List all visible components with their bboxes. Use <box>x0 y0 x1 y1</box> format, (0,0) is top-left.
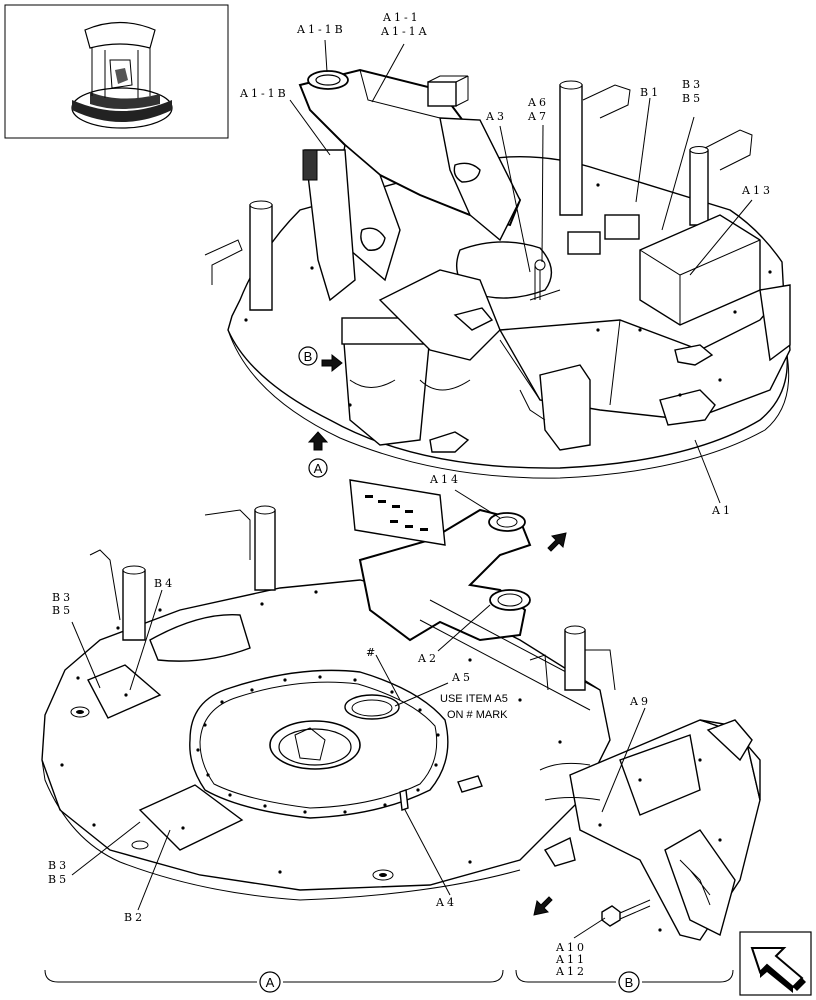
callout-a1-1: A1-1 <box>382 11 421 24</box>
top-leader-lines <box>289 39 753 504</box>
callout-a9: A9 <box>629 695 651 708</box>
callout-a2: A2 <box>417 652 439 665</box>
callout-b3-mid: B3 <box>52 591 73 604</box>
note-line-2: ON # MARK <box>447 709 508 721</box>
callout-b4: B4 <box>154 577 175 590</box>
bottom-leader-lines <box>71 489 646 939</box>
callout-a13: A13 <box>741 184 773 197</box>
callout-b3-low: B3 <box>48 859 69 872</box>
view-arrow-icon <box>547 532 567 552</box>
bracket-a-label: A <box>266 975 275 990</box>
view-b-label: B <box>304 349 313 364</box>
callout-a11: A11 <box>555 953 587 966</box>
bracket-b-label: B <box>625 975 634 990</box>
view-arrow-icon <box>533 896 553 916</box>
lower-frame-assembly <box>41 479 761 941</box>
callout-b5-low: B5 <box>48 873 69 886</box>
navigation-arrow-icon[interactable] <box>739 931 812 996</box>
callout-a4: A4 <box>435 896 457 909</box>
callout-a7: A7 <box>527 110 549 123</box>
view-arrow-icon <box>307 431 329 451</box>
callout-b1: B1 <box>640 86 661 99</box>
note-line-1: USE ITEM A5 <box>440 693 508 705</box>
callout-a6: A6 <box>527 96 549 109</box>
view-arrow-icon <box>321 353 343 373</box>
view-a-label: A <box>314 461 323 476</box>
callout-a1: A1 <box>711 504 733 517</box>
callout-a5: A5 <box>451 671 473 684</box>
callout-a12: A12 <box>555 965 587 978</box>
callout-a3: A3 <box>485 110 507 123</box>
callout-a1-1b-top: A1-1B <box>296 23 346 36</box>
cover-plate-b3 <box>87 664 162 719</box>
machine-thumbnail <box>4 4 229 139</box>
bracket-view-b: B <box>515 969 734 993</box>
callout-b2: B2 <box>124 911 145 924</box>
callout-a1-1a: A1-1A <box>380 25 430 38</box>
callout-a10: A10 <box>555 941 587 954</box>
cover-plate-b2 <box>138 784 244 851</box>
callout-b5-top: B5 <box>682 92 703 105</box>
callout-a14: A14 <box>429 473 461 486</box>
bracket-view-a: A <box>44 969 504 993</box>
callout-hash: # <box>366 646 378 659</box>
view-b-marker: B <box>298 346 343 373</box>
callout-b3-top: B3 <box>682 78 703 91</box>
view-a-marker: A <box>307 431 329 478</box>
upper-frame-assembly <box>204 68 791 479</box>
callout-b5-mid: B5 <box>52 604 73 617</box>
callout-a1-1b-left: A1-1B <box>239 87 289 100</box>
